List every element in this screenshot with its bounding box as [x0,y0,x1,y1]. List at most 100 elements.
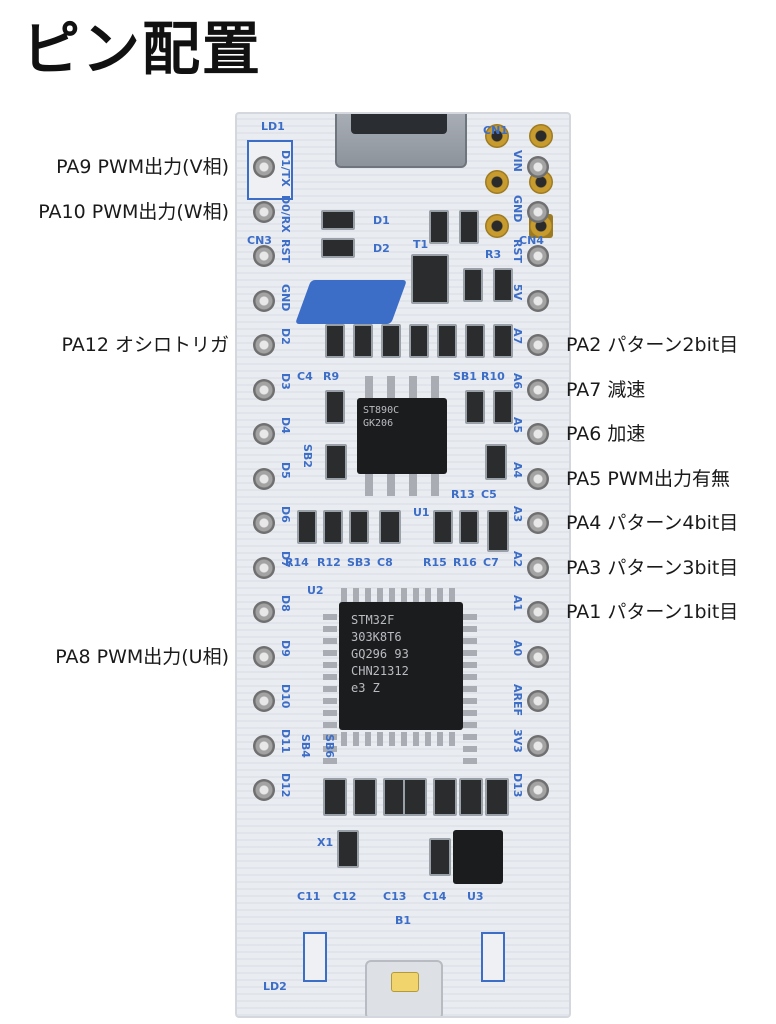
right-pin-label: PA3 パターン3bit目 [566,556,739,579]
left-pin-7 [253,423,275,445]
right-pin-silk-label: A2 [511,550,524,567]
right-pin-5 [527,334,549,356]
left-pin-1 [253,156,275,178]
left-pin-3 [253,245,275,267]
right-pin-label: PA5 PWM出力有無 [566,467,731,490]
left-pin-label: PA12 オシロトリガ [61,334,229,356]
silk-cn4: CN4 [519,234,544,247]
right-pin-15 [527,779,549,801]
left-pin-silk-label: RST [279,239,292,263]
right-pin-9 [527,512,549,534]
silk-ld2: LD2 [263,980,287,993]
silk-sb3: SB3 [347,556,371,569]
right-pin-silk-label: VIN [511,150,524,172]
silk-cn3: CN3 [247,234,272,247]
right-pin-1 [527,156,549,178]
right-pin-label: PA2 パターン2bit目 [566,334,739,356]
silk-r13: R13 [451,488,475,501]
silk-r16: R16 [453,556,477,569]
left-pin-label: PA8 PWM出力(U相) [55,645,229,668]
right-pin-2 [527,200,549,223]
right-pin-silk-label: 3V3 [511,728,524,753]
silk-c8: C8 [377,556,393,569]
right-pin-silk-label: A7 [511,328,524,345]
left-pin-14 [253,734,275,757]
silk-c5: C5 [481,488,497,501]
silk-c14: C14 [423,890,447,903]
page-title: ピン配置 [22,15,263,83]
left-pin-label: PA10 PWM出力(W相) [38,200,229,223]
u2-chip-line2: 303K8T6 [351,630,402,644]
u2-chip: STM32F 303K8T6 GQ296 93 CHN21312 e3 Z [339,602,463,730]
left-pin-15 [253,779,275,801]
right-pin-label: PA1 パターン1bit目 [566,601,739,623]
silk-r10: R10 [481,370,505,383]
left-pin-silk-label: D1/TX [279,150,292,187]
silk-c13: C13 [383,890,407,903]
u2-chip-line5: e3 Z [351,681,380,695]
left-pin-silk-label: D2 [279,328,292,345]
silk-c4: C4 [297,370,313,383]
silk-r14: R14 [285,556,309,569]
silk-sb4: SB4 [299,734,312,758]
right-pin-label: PA6 加速 [566,423,646,445]
right-pin-11 [527,601,549,623]
left-pin-silk-label: D3 [279,372,292,390]
reset-button-b1[interactable] [365,960,443,1016]
silk-r12: R12 [317,556,341,569]
left-pin-silk-label: D7 [279,550,292,568]
board-photo: ST890C GK206 STM32F 303K8T6 GQ296 93 CHN… [235,112,571,1018]
left-pin-2 [253,200,275,223]
right-pin-label: PA4 パターン4bit目 [566,512,739,534]
silk-r9: R9 [323,370,340,383]
left-pin-5 [253,334,275,356]
right-pin-silk-label: A1 [511,595,524,612]
right-pin-silk-label: A5 [511,417,524,434]
right-pin-10 [527,556,549,579]
u1-chip-line1: ST890C [363,405,400,416]
silk-r3: R3 [485,248,502,261]
silk-t1: T1 [413,238,429,251]
ld2-led [303,932,327,982]
right-pin-4 [527,289,549,312]
silk-b1: B1 [395,914,412,927]
right-pin-8 [527,467,549,490]
left-pin-8 [253,467,275,490]
u2-chip-line1: STM32F [351,613,395,627]
left-pin-6 [253,378,275,401]
left-pin-13 [253,690,275,712]
left-pin-silk-label: D8 [279,595,292,612]
st-logo [294,280,408,324]
silk-c11: C11 [297,890,321,903]
silk-sb1: SB1 [453,370,477,383]
u1-chip-line2: GK206 [363,418,394,429]
u3-chip [453,830,503,884]
right-pin-silk-label: RST [511,239,524,263]
left-pin-silk-label: D10 [279,684,292,709]
left-pin-silk-label: D11 [279,728,292,753]
right-pin-silk-label: A0 [511,639,524,656]
silk-x1: X1 [317,836,334,849]
left-pin-4 [253,289,275,312]
right-pin-14 [527,734,549,757]
silk-d1: D1 [373,214,390,227]
u2-chip-line4: CHN21312 [351,664,409,678]
right-pin-3 [527,245,549,267]
usb-connector [335,114,467,168]
silk-u3: U3 [467,890,484,903]
silk-c7: C7 [483,556,499,569]
left-pin-silk-label: GND [279,283,292,311]
silk-r15: R15 [423,556,447,569]
left-pin-9 [253,512,275,534]
silk-sb6: SB6 [323,734,336,758]
right-pin-silk-label: AREF [511,684,524,717]
left-pin-10 [253,556,275,579]
silk-c12: C12 [333,890,357,903]
right-pin-12 [527,645,549,668]
right-pin-silk-label: A6 [511,372,524,389]
u2-chip-line3: GQ296 93 [351,647,409,661]
left-pin-silk-label: D6 [279,506,292,523]
left-pin-silk-label: D0/RX [279,194,292,233]
right-pin-silk-label: 5V [511,283,524,300]
u1-chip: ST890C GK206 [357,398,447,474]
